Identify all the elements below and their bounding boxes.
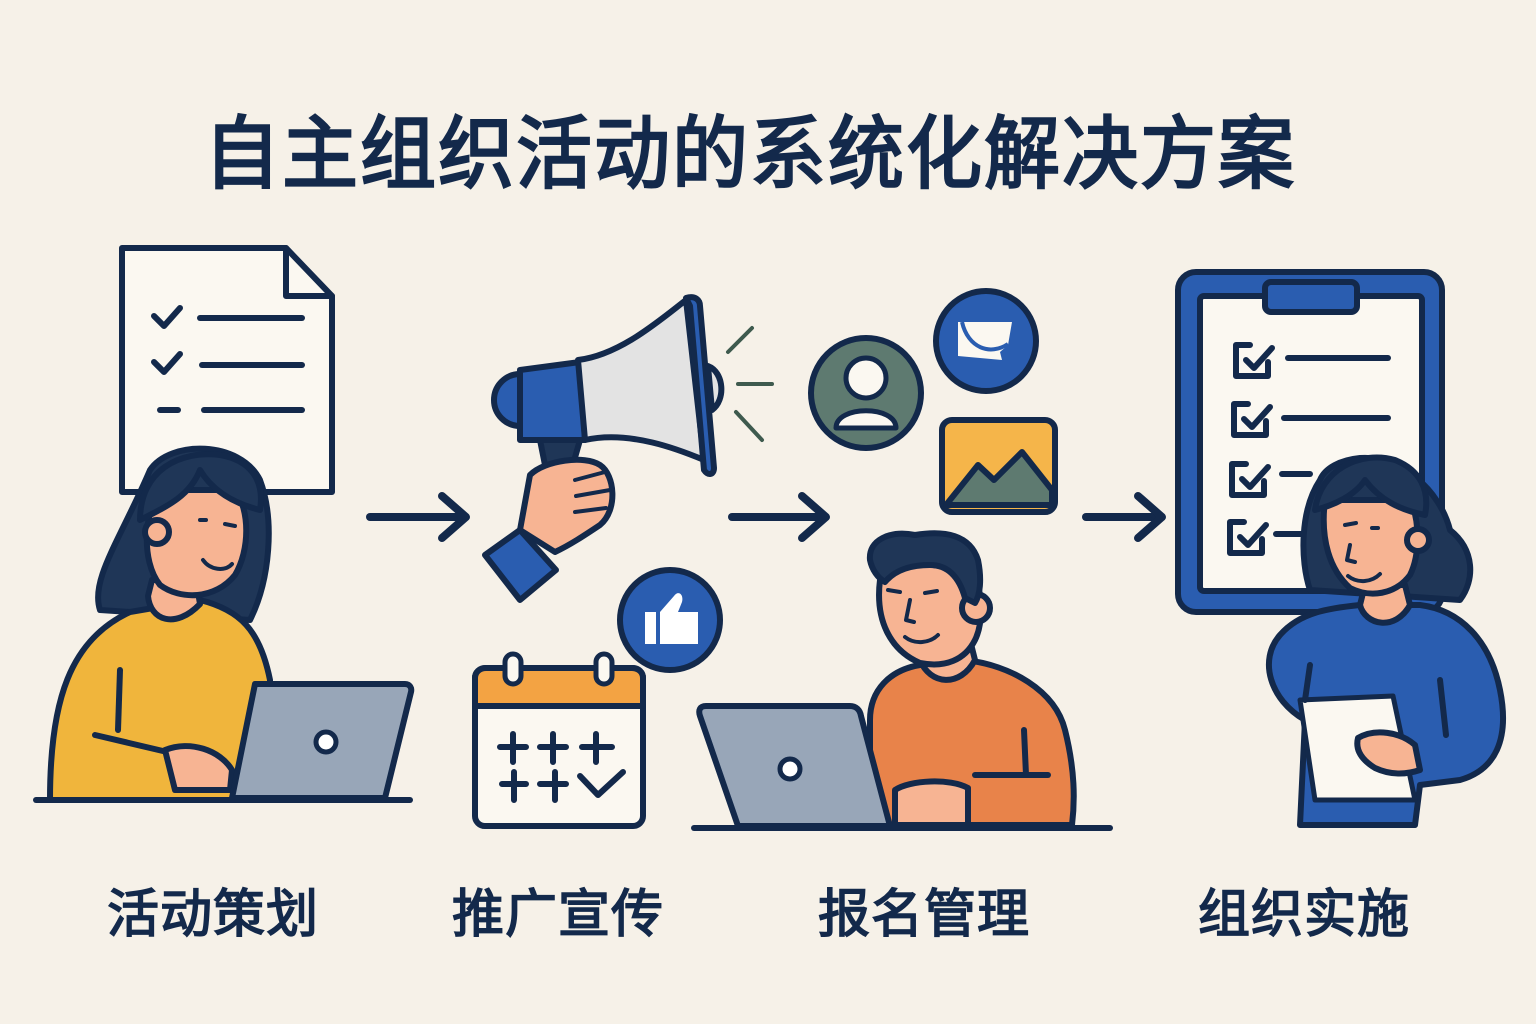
man-registrar-figure: [866, 530, 1077, 828]
user-profile-icon: [808, 335, 924, 451]
laptop-icon: [696, 703, 893, 829]
thumbs-up-icon: [617, 567, 723, 673]
woman-coordinator-figure: [1265, 454, 1507, 828]
step-label-promotion: 推广宣传: [452, 885, 665, 945]
calendar-icon: [472, 651, 646, 829]
flow-arrow-2: [728, 492, 830, 542]
step-label-registration: 报名管理: [818, 885, 1031, 945]
laptop-icon: [229, 681, 415, 801]
step-label-planning: 活动策划: [107, 885, 320, 945]
megaphone-icon: [491, 294, 774, 477]
image-icon: [939, 417, 1058, 515]
hand-holding-megaphone: [482, 437, 616, 603]
step-label-execution: 组织实施: [1198, 885, 1411, 945]
page-title: 自主组织活动的系统化解决方案: [204, 107, 1296, 201]
flow-arrow-1: [366, 492, 470, 542]
message-icon: [933, 288, 1039, 394]
flow-arrow-3: [1082, 492, 1166, 542]
woman-planner-figure: [47, 445, 273, 803]
document-checklist-icon: [119, 245, 335, 495]
